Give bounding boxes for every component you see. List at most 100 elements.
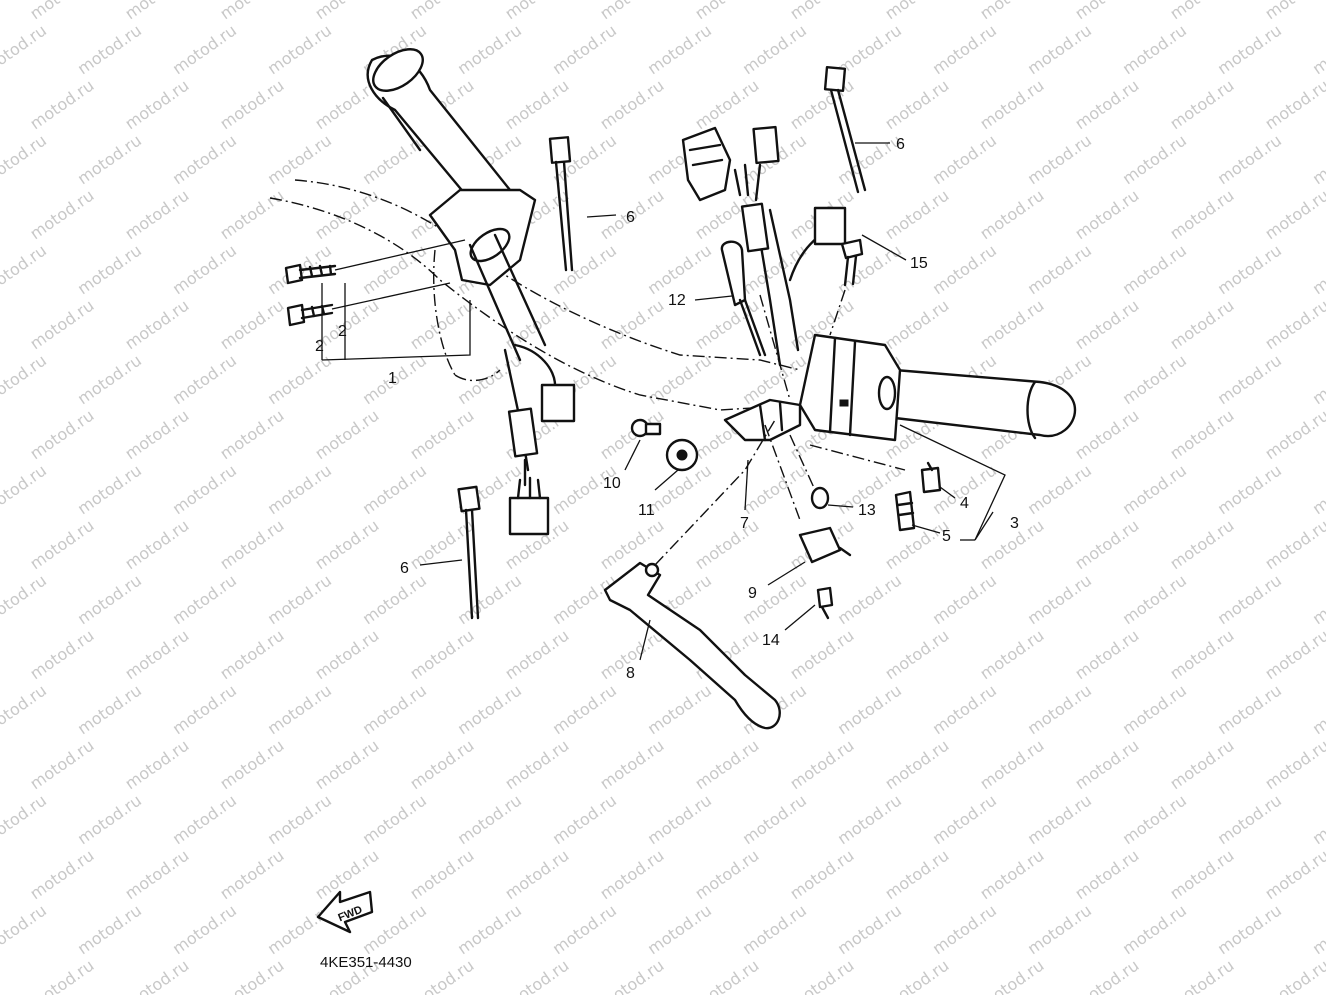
callout-2a: 2	[315, 338, 324, 355]
watermark-text: motod.ru	[1261, 406, 1326, 464]
watermark-text: motod.ru	[1214, 131, 1285, 189]
watermark-text: motod.ru	[26, 516, 97, 574]
watermark-text: motod.ru	[74, 681, 145, 739]
watermark-text: motod.ru	[976, 736, 1047, 794]
watermark-text: motod.ru	[216, 296, 287, 354]
watermark-text: motod.ru	[121, 406, 192, 464]
callout-13: 13	[858, 502, 876, 519]
watermark-text: motod.ru	[1119, 21, 1190, 79]
watermark-text: motod.ru	[26, 186, 97, 244]
part-code: 4KE351-4430	[320, 954, 412, 971]
watermark-text: motod.ru	[169, 901, 240, 959]
watermark-text: motod.ru	[691, 76, 762, 134]
watermark-text: motod.ru	[596, 296, 667, 354]
watermark-text: motod.ru	[1309, 241, 1326, 299]
watermark-text: motod.ru	[169, 21, 240, 79]
watermark-text: motod.ru	[121, 846, 192, 904]
watermark-text: motod.ru	[216, 736, 287, 794]
watermark-text: motod.ru	[264, 571, 335, 629]
watermark-text: motod.ru	[406, 406, 477, 464]
watermark-text: motod.ru	[1214, 791, 1285, 849]
watermark-text: motod.ru	[216, 0, 287, 23]
watermark-text: motod.ru	[74, 351, 145, 409]
callout-9: 9	[748, 585, 757, 602]
watermark-text: motod.ru	[1071, 736, 1142, 794]
watermark-text: motod.ru	[786, 846, 857, 904]
watermark-text: motod.ru	[691, 516, 762, 574]
cable-ties	[457, 66, 867, 620]
left-switch-housing	[428, 188, 547, 362]
watermark-text: motod.ru	[834, 571, 905, 629]
watermark-text: motod.ru	[596, 956, 667, 995]
watermark-text: motod.ru	[596, 76, 667, 134]
watermark-text: motod.ru	[1166, 186, 1237, 244]
watermark-text: motod.ru	[501, 0, 572, 23]
watermark-text: motod.ru	[454, 901, 525, 959]
watermark-text: motod.ru	[881, 76, 952, 134]
watermark-text: motod.ru	[929, 791, 1000, 849]
watermark-text: motod.ru	[26, 76, 97, 134]
screws-4-5	[894, 461, 942, 532]
watermark-text: motod.ru	[1119, 131, 1190, 189]
watermark-text: motod.ru	[596, 736, 667, 794]
pivot-bolt	[720, 240, 767, 357]
watermark-text: motod.ru	[834, 681, 905, 739]
watermark-text: motod.ru	[264, 131, 335, 189]
watermark-text: motod.ru	[1024, 901, 1095, 959]
watermark-text: motod.ru	[311, 186, 382, 244]
leader-lines	[321, 142, 1006, 661]
watermark-text: motod.ru	[549, 21, 620, 79]
watermark-text: motod.ru	[454, 791, 525, 849]
watermark-text: motod.ru	[0, 296, 2, 354]
callout-5: 5	[942, 528, 951, 545]
watermark-text: motod.ru	[1214, 21, 1285, 79]
watermark-text: motod.ru	[929, 241, 1000, 299]
watermark-text: motod.ru	[549, 791, 620, 849]
watermark-text: motod.ru	[0, 351, 50, 409]
watermark-text: motod.ru	[74, 21, 145, 79]
watermark-text: motod.ru	[311, 516, 382, 574]
screw-15	[840, 238, 864, 287]
watermark-text: motod.ru	[929, 571, 1000, 629]
watermark-text: motod.ru	[501, 626, 572, 684]
watermark-text: motod.ru	[1071, 296, 1142, 354]
callout-10: 10	[603, 475, 621, 492]
callout-4: 4	[960, 495, 969, 512]
cable-tie-center	[548, 136, 574, 272]
watermark-text: motod.ru	[454, 571, 525, 629]
watermark-text: motod.ru	[1261, 0, 1326, 23]
watermark-text: motod.ru	[0, 626, 2, 684]
cable-tie-left-low	[457, 485, 481, 620]
watermark-text: motod.ru	[121, 736, 192, 794]
watermark-text: motod.ru	[644, 901, 715, 959]
watermark-text: motod.ru	[0, 0, 2, 23]
watermark-text: motod.ru	[644, 681, 715, 739]
callout-6a: 6	[400, 560, 409, 577]
watermark-text: motod.ru	[596, 0, 667, 23]
watermark-text: motod.ru	[1024, 791, 1095, 849]
callout-6c: 6	[896, 136, 905, 153]
right-wire-harness	[681, 125, 847, 367]
watermark-text: motod.ru	[0, 241, 50, 299]
watermark-text: motod.ru	[454, 21, 525, 79]
watermark-text: motod.ru	[311, 736, 382, 794]
watermark-text: motod.ru	[169, 461, 240, 519]
watermark-text: motod.ru	[976, 846, 1047, 904]
watermark-text: motod.ru	[691, 0, 762, 23]
callout-labels: 1 2 2 6 6 6 15 12 10 11 7 13 4 3 5 9 14 …	[315, 136, 1019, 682]
watermark-text: motod.ru	[406, 626, 477, 684]
watermark-text: motod.ru	[121, 296, 192, 354]
watermark-text: motod.ru	[1119, 241, 1190, 299]
watermark-text: motod.ru	[0, 461, 50, 519]
watermark-text: motod.ru	[26, 626, 97, 684]
watermark-text: motod.ru	[834, 901, 905, 959]
clutch-lever	[603, 561, 781, 730]
watermark-text: motod.ru	[0, 571, 50, 629]
watermark-text: motod.ru	[929, 681, 1000, 739]
watermark-text: motod.ru	[881, 736, 952, 794]
watermark-text: motod.ru	[976, 956, 1047, 995]
watermark-text: motod.ru	[74, 571, 145, 629]
watermark-text: motod.ru	[121, 76, 192, 134]
watermark-text: motod.ru	[644, 21, 715, 79]
